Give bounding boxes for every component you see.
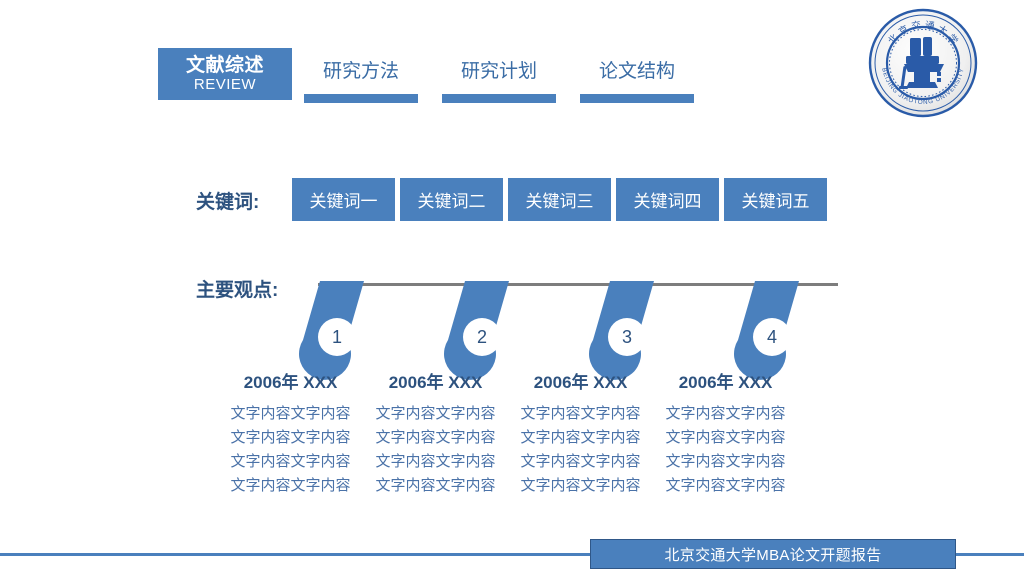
main-point-4-line-2: 文字内容文字内容 xyxy=(665,429,786,446)
tab-research-method[interactable]: 研究方法 xyxy=(292,48,430,103)
main-point-2-line-4: 文字内容文字内容 xyxy=(375,477,496,494)
timeline-pin-1 xyxy=(299,281,364,380)
tab-research-method-label: 研究方法 xyxy=(322,60,399,82)
main-point-column-2: 2006年 XXX 文字内容文字内容 文字内容文字内容 文字内容文字内容 文字内… xyxy=(363,368,508,498)
tab-research-plan-underline xyxy=(442,94,556,103)
main-point-1-title: 2006年 XXX xyxy=(243,373,338,392)
footer-rule xyxy=(0,553,1024,556)
footer-title: 北京交通大学MBA论文开题报告 xyxy=(664,546,882,564)
main-point-column-1: 2006年 XXX 文字内容文字内容 文字内容文字内容 文字内容文字内容 文字内… xyxy=(218,368,363,498)
main-point-4-title: 2006年 XXX xyxy=(678,373,773,392)
keywords-label: 关键词: xyxy=(196,192,260,213)
main-point-1-line-4: 文字内容文字内容 xyxy=(230,477,351,494)
tab-thesis-structure-label: 论文结构 xyxy=(598,60,675,82)
main-point-4-line-4: 文字内容文字内容 xyxy=(665,477,786,494)
logo-inner-dashes xyxy=(889,29,957,97)
tab-thesis-structure[interactable]: 论文结构 xyxy=(568,48,706,103)
main-point-2-title: 2006年 XXX xyxy=(388,373,483,392)
timeline-pin-3-number: 3 xyxy=(622,327,632,347)
timeline-pin-2-number: 2 xyxy=(477,327,487,347)
tab-thesis-structure-underline xyxy=(580,94,694,103)
logo-outer-ring xyxy=(868,8,978,118)
timeline-pin-4-number: 4 xyxy=(767,327,777,347)
timeline-pin-2 xyxy=(444,281,509,380)
keyword-chip-3[interactable]: 关键词三 xyxy=(508,178,611,221)
main-point-4-line-1: 文字内容文字内容 xyxy=(665,405,786,422)
logo-emblem xyxy=(899,37,944,89)
main-point-1-line-3: 文字内容文字内容 xyxy=(230,453,351,470)
footer-banner: 北京交通大学MBA论文开题报告 xyxy=(590,539,956,569)
main-point-3-line-2: 文字内容文字内容 xyxy=(520,429,641,446)
timeline-pin-1-number: 1 xyxy=(332,327,342,347)
tab-research-method-underline xyxy=(304,94,418,103)
timeline-pin-4 xyxy=(734,281,799,380)
logo-outer-ring-thin xyxy=(874,14,972,112)
tab-literature-review-label-cn: 文献综述 xyxy=(185,54,264,76)
timeline-rule xyxy=(318,283,838,286)
tab-research-plan-label: 研究计划 xyxy=(460,60,537,82)
main-point-3-line-3: 文字内容文字内容 xyxy=(520,453,641,470)
main-point-1-line-2: 文字内容文字内容 xyxy=(230,429,351,446)
main-point-3-line-1: 文字内容文字内容 xyxy=(520,405,641,422)
keyword-chip-5[interactable]: 关键词五 xyxy=(724,178,827,221)
main-point-3-title: 2006年 XXX xyxy=(533,373,628,392)
tab-literature-review[interactable]: 文献综述 REVIEW xyxy=(158,48,292,100)
tab-research-plan[interactable]: 研究计划 xyxy=(430,48,568,103)
main-point-2-line-3: 文字内容文字内容 xyxy=(375,453,496,470)
main-point-2-line-2: 文字内容文字内容 xyxy=(375,429,496,446)
keyword-chip-2[interactable]: 关键词二 xyxy=(400,178,503,221)
main-point-column-4: 2006年 XXX 文字内容文字内容 文字内容文字内容 文字内容文字内容 文字内… xyxy=(653,368,798,498)
keyword-chip-1[interactable]: 关键词一 xyxy=(292,178,395,221)
main-point-2-line-1: 文字内容文字内容 xyxy=(375,405,496,422)
logo-inner-ring xyxy=(885,25,961,101)
keyword-list: 关键词一 关键词二 关键词三 关键词四 关键词五 xyxy=(292,178,827,221)
top-navigation: 文献综述 REVIEW 研究方法 研究计划 论文结构 xyxy=(158,48,706,103)
main-point-1-line-1: 文字内容文字内容 xyxy=(230,405,351,422)
main-points-columns: 2006年 XXX 文字内容文字内容 文字内容文字内容 文字内容文字内容 文字内… xyxy=(218,368,918,498)
keyword-chip-4[interactable]: 关键词四 xyxy=(616,178,719,221)
timeline-pin-3 xyxy=(589,281,654,380)
main-points-label: 主要观点: xyxy=(196,280,279,301)
main-point-column-3: 2006年 XXX 文字内容文字内容 文字内容文字内容 文字内容文字内容 文字内… xyxy=(508,368,653,498)
university-logo: 北 京 交 通 大 学 BEIJING JIAOTONG UNIVERSITY xyxy=(868,8,978,118)
tab-literature-review-label-en: REVIEW xyxy=(193,75,257,93)
main-point-3-line-4: 文字内容文字内容 xyxy=(520,477,641,494)
main-point-4-line-3: 文字内容文字内容 xyxy=(665,453,786,470)
